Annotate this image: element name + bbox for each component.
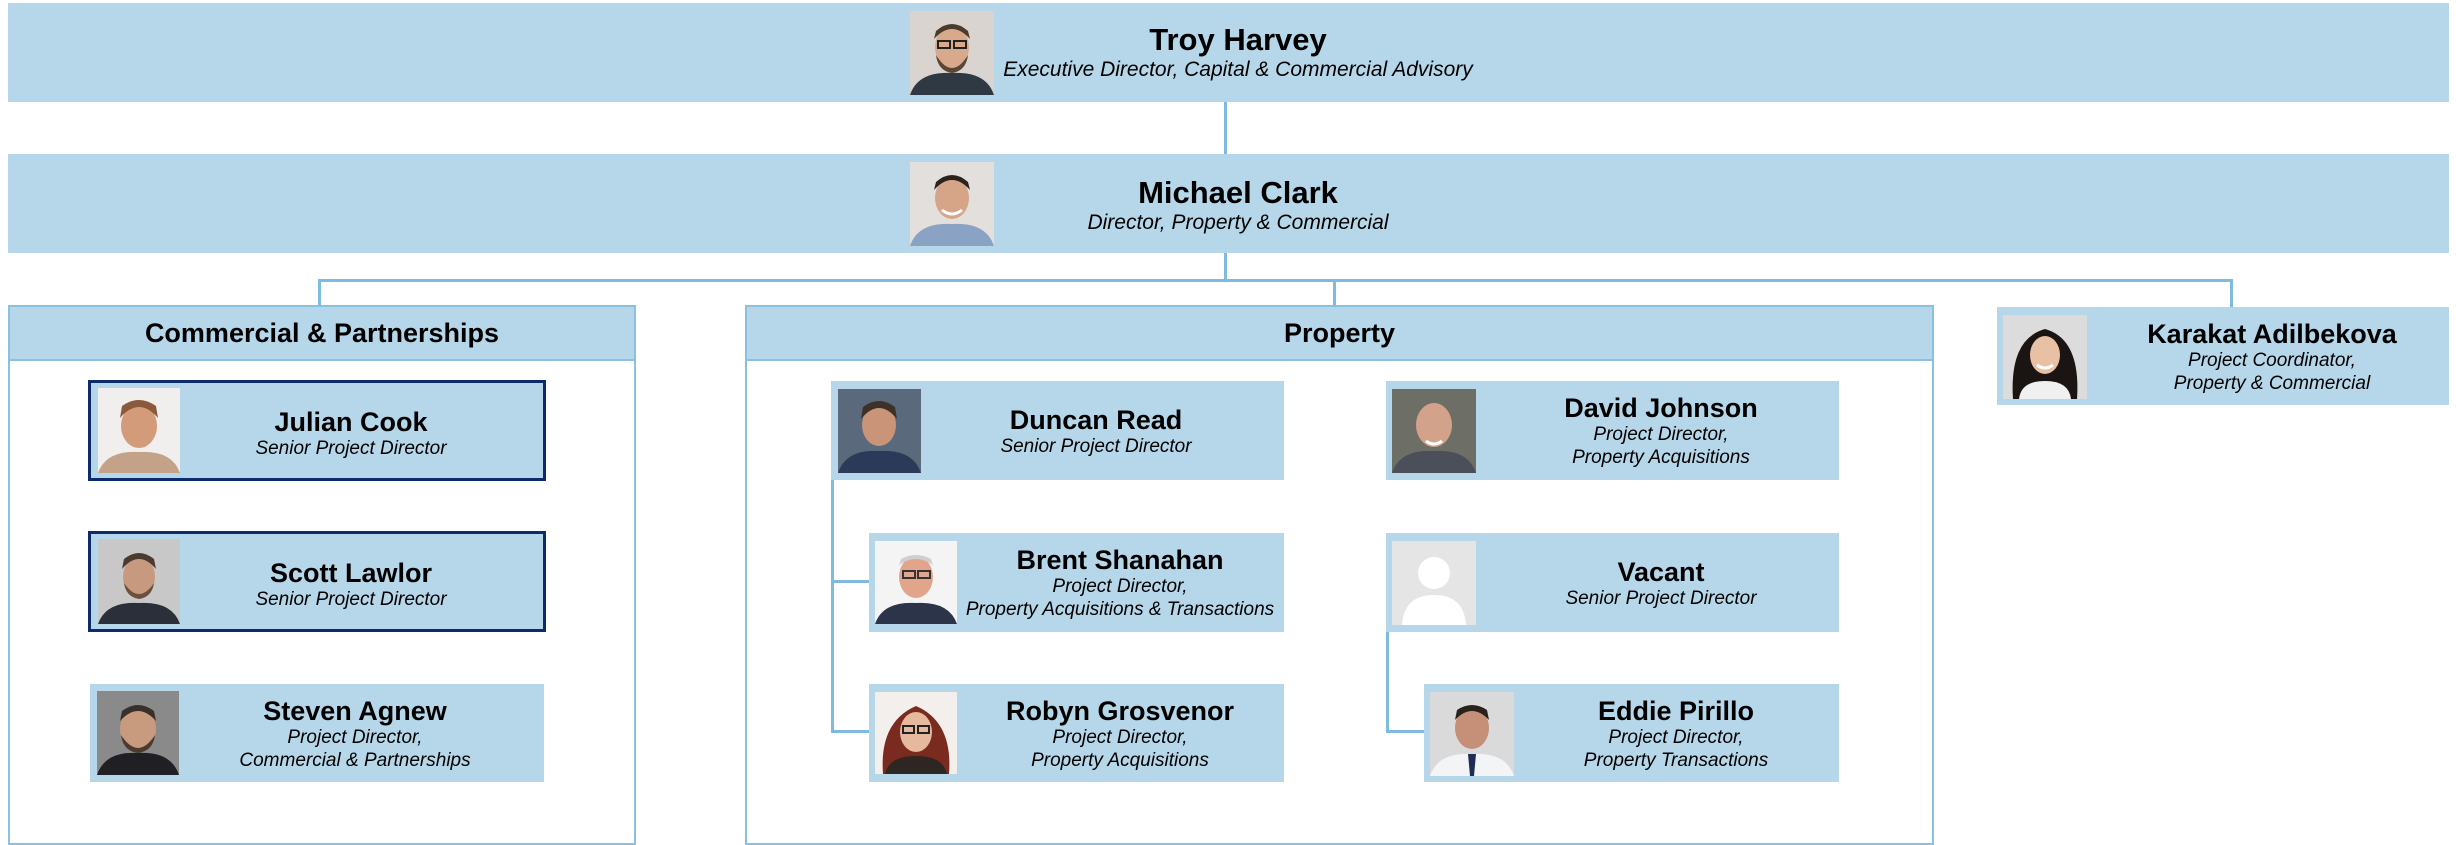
karakat-adilbekova-name: Karakat Adilbekova: [2147, 319, 2397, 349]
eddie-pirillo-photo: [1430, 692, 1514, 776]
connector-eddie: [1386, 730, 1424, 733]
scott-lawlor-card[interactable]: Scott Lawlor Senior Project Director: [88, 531, 546, 632]
connector-coordinator: [2230, 279, 2233, 308]
connector-second-down: [1224, 253, 1227, 281]
scott-lawlor-name: Scott Lawlor: [269, 558, 432, 588]
david-johnson-card[interactable]: David Johnson Project Director,Property …: [1386, 381, 1839, 480]
vacant-placeholder-avatar: [1392, 541, 1476, 625]
vacant-name: Vacant: [1617, 557, 1705, 587]
connector-top: [1224, 102, 1227, 154]
david-johnson-title: Project Director,Property Acquisitions: [1572, 424, 1750, 468]
property-group-heading: Property: [747, 307, 1932, 361]
connector-vacant-team: [1386, 628, 1389, 732]
executive-name: Troy Harvey: [1149, 22, 1327, 57]
brent-shanahan-photo: [875, 541, 957, 624]
connector-duncan-team: [831, 478, 834, 732]
duncan-read-name: Duncan Read: [1009, 405, 1183, 435]
executive-title: Executive Director, Capital & Commercial…: [1003, 58, 1473, 81]
vacant-card[interactable]: Vacant Senior Project Director: [1386, 533, 1839, 632]
director-title: Director, Property & Commercial: [1087, 211, 1389, 234]
steven-agnew-photo: [97, 691, 179, 775]
michael-clark-photo: [910, 162, 994, 246]
julian-cook-name: Julian Cook: [274, 407, 428, 437]
robyn-grosvenor-name: Robyn Grosvenor: [1005, 696, 1235, 726]
executive-band[interactable]: Troy Harvey Executive Director, Capital …: [8, 3, 2449, 102]
steven-agnew-title: Project Director,Commercial & Partnershi…: [239, 727, 471, 771]
brent-shanahan-name: Brent Shanahan: [1016, 545, 1224, 575]
david-johnson-photo: [1392, 389, 1476, 473]
director-name: Michael Clark: [1138, 175, 1338, 210]
connector-robyn: [831, 730, 869, 733]
david-johnson-name: David Johnson: [1564, 393, 1758, 423]
eddie-pirillo-title: Project Director,Property Transactions: [1583, 727, 1769, 771]
karakat-adilbekova-card[interactable]: Karakat Adilbekova Project Coordinator,P…: [1997, 307, 2449, 405]
director-band[interactable]: Michael Clark Director, Property & Comme…: [8, 154, 2449, 253]
scott-lawlor-photo: [98, 539, 180, 624]
karakat-adilbekova-title: Project Coordinator,Property & Commercia…: [2173, 350, 2371, 394]
julian-cook-title: Senior Project Director: [255, 438, 447, 459]
connector-property: [1333, 279, 1336, 308]
connector-commercial: [318, 279, 321, 308]
steven-agnew-name: Steven Agnew: [263, 696, 447, 726]
brent-shanahan-title: Project Director,Property Acquisitions &…: [965, 576, 1275, 620]
julian-cook-photo: [98, 388, 180, 473]
julian-cook-card[interactable]: Julian Cook Senior Project Director: [88, 380, 546, 481]
connector-brent: [831, 580, 869, 583]
karakat-adilbekova-photo: [2003, 315, 2087, 399]
robyn-grosvenor-photo: [875, 692, 957, 774]
vacant-title: Senior Project Director: [1565, 588, 1757, 609]
duncan-read-photo: [838, 389, 921, 473]
robyn-grosvenor-title: Project Director,Property Acquisitions: [1031, 727, 1209, 771]
brent-shanahan-card[interactable]: Brent Shanahan Project Director,Property…: [869, 533, 1284, 632]
steven-agnew-card[interactable]: Steven Agnew Project Director,Commercial…: [90, 684, 544, 782]
duncan-read-card[interactable]: Duncan Read Senior Project Director: [831, 381, 1284, 480]
connector-horizontal: [318, 279, 2231, 282]
eddie-pirillo-name: Eddie Pirillo: [1597, 696, 1755, 726]
robyn-grosvenor-card[interactable]: Robyn Grosvenor Project Director,Propert…: [869, 684, 1284, 782]
scott-lawlor-title: Senior Project Director: [255, 589, 447, 610]
commercial-group-heading: Commercial & Partnerships: [10, 307, 634, 361]
duncan-read-title: Senior Project Director: [1000, 436, 1192, 457]
troy-harvey-photo: [910, 11, 994, 95]
eddie-pirillo-card[interactable]: Eddie Pirillo Project Director,Property …: [1424, 684, 1839, 782]
